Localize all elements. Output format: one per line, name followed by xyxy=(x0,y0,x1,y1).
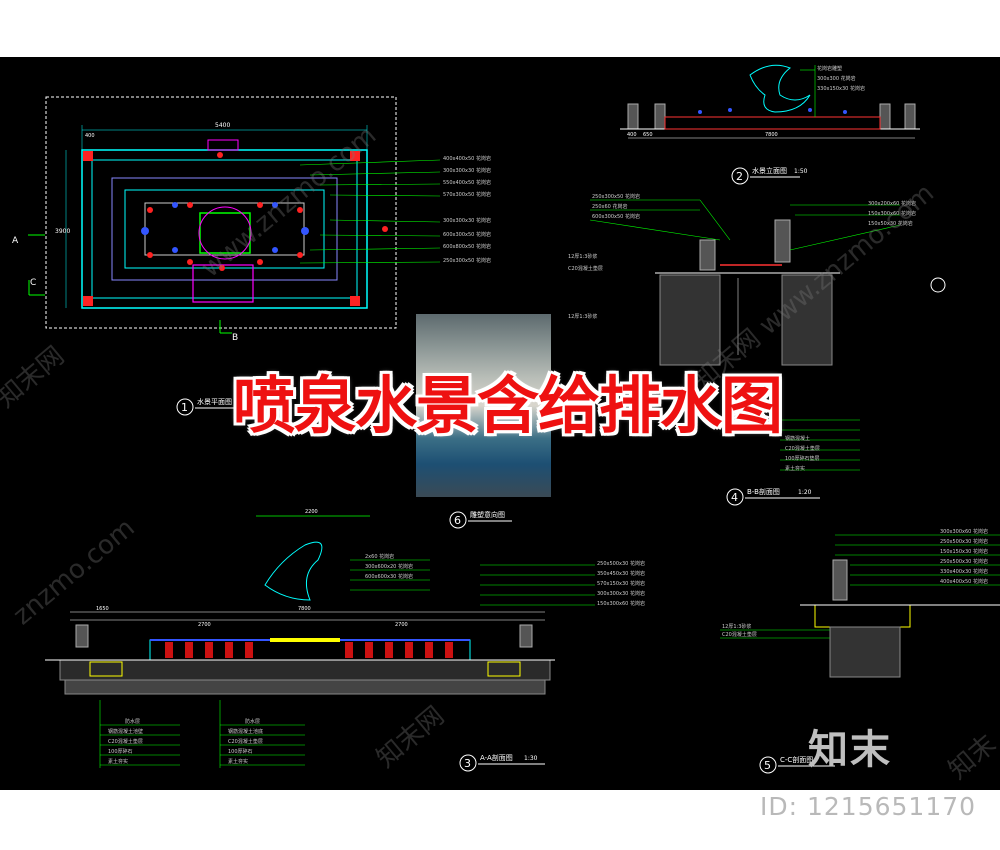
svg-text:150x150x30 花岗岩: 150x150x30 花岗岩 xyxy=(940,548,988,555)
view-1-label: 水景平面图 xyxy=(197,397,232,406)
svg-text:12厚1:3砂浆: 12厚1:3砂浆 xyxy=(722,623,751,630)
view-2-scale: 1:50 xyxy=(794,168,808,175)
svg-text:C20混凝土垫层: C20混凝土垫层 xyxy=(568,265,603,272)
svg-text:400x400x50 花岗岩: 400x400x50 花岗岩 xyxy=(940,578,988,585)
aa-dim-center: 7800 xyxy=(298,606,311,612)
svg-text:250x60 花岗岩: 250x60 花岗岩 xyxy=(592,203,627,210)
svg-text:防水层: 防水层 xyxy=(245,718,260,725)
view-3-label: A-A剖面图 xyxy=(480,753,513,762)
view-4-label: B-B剖面图 xyxy=(747,487,780,496)
svg-text:300x300x30 花岗岩: 300x300x30 花岗岩 xyxy=(443,217,491,224)
svg-text:250x300x50 花岗岩: 250x300x50 花岗岩 xyxy=(443,257,491,264)
svg-text:250x500x30 花岗岩: 250x500x30 花岗岩 xyxy=(940,558,988,565)
svg-text:250x500x30 花岗岩: 250x500x30 花岗岩 xyxy=(940,538,988,545)
svg-text:钢筋混凝土池壁: 钢筋混凝土池壁 xyxy=(108,728,143,735)
elevation-view: 7800 650 400 花岗岩雕塑 300x300 花岗岩 330x150x30 … xyxy=(620,64,920,185)
plan-dim-width: 5400 xyxy=(215,122,230,129)
svg-text:570x150x30 花岗岩: 570x150x30 花岗岩 xyxy=(597,580,645,587)
view-4-number: 4 xyxy=(731,491,738,504)
aa-dim-right: 2700 xyxy=(395,622,408,628)
svg-text:300x300 花岗岩: 300x300 花岗岩 xyxy=(817,75,856,82)
svg-text:600x800x50 花岗岩: 600x800x50 花岗岩 xyxy=(443,243,491,250)
cad-drawing: 400x400x50 花岗岩 300x300x30 花岗岩 550x400x50 … xyxy=(12,64,1000,774)
svg-text:400x400x50 花岗岩: 400x400x50 花岗岩 xyxy=(443,155,491,162)
svg-text:12厚1:3砂浆: 12厚1:3砂浆 xyxy=(568,313,597,320)
svg-text:250x300x50 花岗岩: 250x300x50 花岗岩 xyxy=(592,193,640,200)
svg-text:150x50x30 花岗岩: 150x50x30 花岗岩 xyxy=(868,220,913,227)
svg-text:300x300x30 花岗岩: 300x300x30 花岗岩 xyxy=(443,167,491,174)
section-marker-b: B xyxy=(232,333,238,343)
view-5-label: C-C剖面图 xyxy=(780,755,813,764)
elev-dim-edge: 400 xyxy=(627,132,637,138)
svg-text:150x300x60 花岗岩: 150x300x60 花岗岩 xyxy=(597,600,645,607)
svg-text:300x200x60 花岗岩: 300x200x60 花岗岩 xyxy=(868,200,916,207)
section-cc-view: 300x300x60 花岗岩 250x500x30 花岗岩 150x150x30 花… xyxy=(720,528,1000,774)
sculpture-photo-caption: 6 雕塑意向图 xyxy=(449,510,512,529)
svg-text:100厚碎石: 100厚碎石 xyxy=(228,748,253,755)
svg-text:300x600x20 花岗岩: 300x600x20 花岗岩 xyxy=(365,563,413,570)
svg-text:12厚1:3砂浆: 12厚1:3砂浆 xyxy=(568,253,597,260)
svg-text:150x300x60 花岗岩: 150x300x60 花岗岩 xyxy=(868,210,916,217)
svg-text:600x300x50 花岗岩: 600x300x50 花岗岩 xyxy=(443,231,491,238)
view-1-number: 1 xyxy=(181,401,188,414)
svg-text:300x300x60 花岗岩: 300x300x60 花岗岩 xyxy=(940,528,988,535)
plan-dim-height: 3900 xyxy=(55,228,70,235)
svg-text:C20混凝土垫层: C20混凝土垫层 xyxy=(785,445,820,452)
svg-text:钢筋混凝土: 钢筋混凝土 xyxy=(785,435,810,442)
view-2-number: 2 xyxy=(736,170,743,183)
svg-text:素土夯实: 素土夯实 xyxy=(228,758,248,765)
elev-dim-center: 7800 xyxy=(765,132,778,138)
aa-dim-top: 2200 xyxy=(305,509,318,515)
page-title: 喷泉水景含给排水图 xyxy=(233,369,783,442)
sculpture-photo xyxy=(416,314,551,497)
svg-text:350x450x30 花岗岩: 350x450x30 花岗岩 xyxy=(597,570,645,577)
section-marker-c: C xyxy=(30,278,36,288)
svg-text:C20混凝土垫层: C20混凝土垫层 xyxy=(108,738,143,745)
view-2-label: 水景立面图 xyxy=(752,166,787,175)
svg-text:600x300x50 花岗岩: 600x300x50 花岗岩 xyxy=(592,213,640,220)
view-5-number: 5 xyxy=(764,759,771,772)
elev-dim-side: 650 xyxy=(643,132,653,138)
plan-dim-side: 400 xyxy=(85,133,95,139)
section-bb-view: 250x300x50 花岗岩 250x60 花岗岩 600x300x50 花岗岩 3… xyxy=(568,193,946,506)
svg-text:100厚碎石垫层: 100厚碎石垫层 xyxy=(785,455,820,462)
svg-text:2x60 花岗岩: 2x60 花岗岩 xyxy=(365,553,394,560)
svg-text:100厚碎石: 100厚碎石 xyxy=(108,748,133,755)
svg-text:素土夯实: 素土夯实 xyxy=(785,465,805,472)
svg-text:防水层: 防水层 xyxy=(125,718,140,725)
svg-text:250x500x30 花岗岩: 250x500x30 花岗岩 xyxy=(597,560,645,567)
logo: 知末 xyxy=(808,727,892,773)
section-aa-view: 2200 1650 7800 2700 2700 xyxy=(45,509,645,772)
svg-text:钢筋混凝土池底: 钢筋混凝土池底 xyxy=(228,728,263,735)
plan-view: 400x400x50 花岗岩 300x300x30 花岗岩 550x400x50 … xyxy=(12,96,491,416)
svg-text:600x600x30 花岗岩: 600x600x30 花岗岩 xyxy=(365,573,413,580)
svg-text:330x400x30 花岗岩: 330x400x30 花岗岩 xyxy=(940,568,988,575)
image-id: ID: 1215651170 xyxy=(760,792,977,821)
svg-text:570x300x50 花岗岩: 570x300x50 花岗岩 xyxy=(443,191,491,198)
svg-text:花岗岩雕塑: 花岗岩雕塑 xyxy=(817,65,842,72)
view-6-number: 6 xyxy=(454,514,461,527)
cad-canvas: 400x400x50 花岗岩 300x300x30 花岗岩 550x400x50 … xyxy=(0,57,1000,790)
svg-text:300x300x30 花岗岩: 300x300x30 花岗岩 xyxy=(597,590,645,597)
svg-text:330x150x30 花岗岩: 330x150x30 花岗岩 xyxy=(817,85,865,92)
svg-text:550x400x50 花岗岩: 550x400x50 花岗岩 xyxy=(443,179,491,186)
aa-dim-side: 1650 xyxy=(96,606,109,612)
view-4-scale: 1:20 xyxy=(798,489,812,496)
svg-text:C20混凝土垫层: C20混凝土垫层 xyxy=(228,738,263,745)
view-3-number: 3 xyxy=(464,757,471,770)
section-marker-a: A xyxy=(12,236,19,246)
svg-text:素土夯实: 素土夯实 xyxy=(108,758,128,765)
view-3-scale: 1:30 xyxy=(524,755,538,762)
view-6-label: 雕塑意向图 xyxy=(470,510,505,519)
svg-text:C20混凝土垫层: C20混凝土垫层 xyxy=(722,631,757,638)
aa-dim-left: 2700 xyxy=(198,622,211,628)
